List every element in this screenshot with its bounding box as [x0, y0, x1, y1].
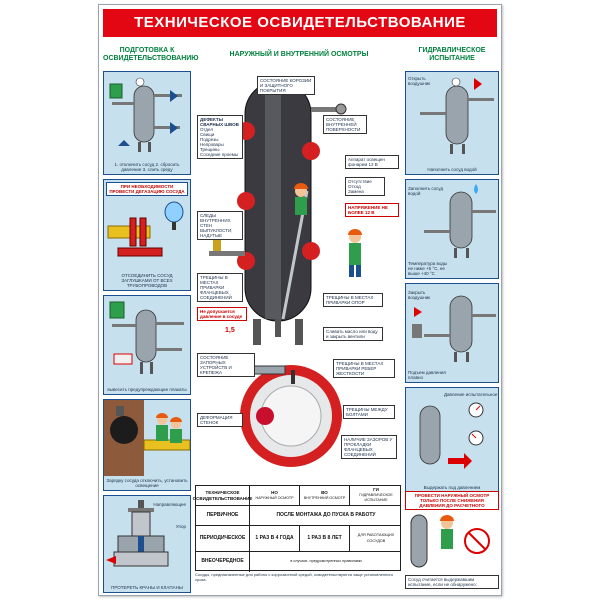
table-header-cell: НО НАРУЖНЫЙ ОСМОТР: [250, 486, 300, 505]
poster: ТЕХНИЧЕСКОЕ ОСВИДЕТЕЛЬСТВОВАНИЕ ПОДГОТОВ…: [98, 4, 502, 596]
right-tail-panel: ПРОВЕСТИ НАРУЖНЫЙ ОСМОТР ТОЛЬКО ПОСЛЕ СН…: [405, 491, 499, 593]
weld-item: Подрезы: [200, 137, 219, 142]
right-column: Открыть воздушник Наполнить сосуд водой …: [405, 71, 499, 593]
row-name: ПЕРВИЧНОЕ: [196, 506, 250, 525]
worker-inspect-icon: [104, 400, 190, 476]
section-right-title: ГИДРАВЛИЧЕСКОЕ ИСПЫТАНИЕ: [418, 47, 486, 62]
hydro-worker-icon: [410, 514, 490, 568]
left-panel-3-caption: вывесить предупреждающие плакаты: [107, 387, 187, 392]
page-title: ТЕХНИЧЕСКОЕ ОСВИДЕТЕЛЬСТВОВАНИЕ: [103, 9, 497, 37]
right-panel-2-caption: Температура воды не ниже +5 °C, не выше …: [408, 261, 448, 276]
weld-item: Свищи: [200, 132, 215, 137]
table-header-cell: ГИ ГИДРАВЛИЧЕСКОЕ ИСПЫТАНИЕ: [350, 486, 402, 505]
left-panel-5-caption: ПРОТЕРЕТЬ КРАНЫ И КЛАПАНЫ: [111, 585, 183, 590]
right-panel-2: Заполнить сосуд водой Температура воды н…: [405, 179, 499, 279]
right-item: Отсутствие: [348, 179, 372, 184]
note-lighting: Аппарат освещен фонарем 12 В: [345, 155, 399, 169]
right-panel-3-caption: Подъем давления плавно: [408, 370, 446, 380]
pressure-value: 1,5: [225, 327, 235, 334]
note-inner-surface: СОСТОЯНИЕ ВНУТРЕННЕЙ ПОВЕРХНОСТИ: [323, 115, 367, 134]
note-inner-walls: СЛЕДЫ ВНУТРЕННИХ СТЕН ВЫПУКЛОСТИ, НАДУТЫ…: [197, 211, 243, 240]
table-header-row: ТЕХНИЧЕСКОЕ ОСВИДЕТЕЛЬСТВОВАНИЕ НО НАРУЖ…: [193, 486, 402, 506]
hydro-vessel-icon: [420, 77, 494, 154]
row-name: ПЕРИОДИЧЕСКОЕ: [196, 526, 250, 551]
hydro-fill-icon: [424, 184, 496, 258]
note-deformation: ДЕФОРМАЦИЯ СТЕНОК: [197, 413, 243, 427]
left-panel-5: Направляющее Упор ПРОТЕРЕТЬ КРАНЫ И КЛАП…: [103, 495, 191, 593]
right-panel-1-label: Открыть воздушник: [408, 76, 431, 86]
table-header-cell: ВО ВНУТРЕННИЙ ОСМОТР: [300, 486, 350, 505]
note-no-pressure: Не допускается давление в сосуде: [197, 307, 247, 321]
vessel-with-sign-icon: [109, 301, 184, 374]
left-panel-4: Зарядку сосуда отключить, установить осв…: [103, 399, 191, 491]
left-panel-1: 1. отключить сосуд 2. сбросить давление …: [103, 71, 191, 175]
row-note: ДЛЯ РАБОТАЮЩИХ СОСУДОВ: [357, 533, 395, 543]
vessel-icon: [109, 77, 182, 152]
table-row: ПЕРИОДИЧЕСКОЕ 1 РАЗ В 4 ГОДА 1 РАЗ В 8 Л…: [196, 526, 400, 552]
table-row: ВНЕОЧЕРЕДНОЕ в случаях, предусмотренных …: [196, 552, 400, 572]
right-panel-1: Открыть воздушник Наполнить сосуд водой: [405, 71, 499, 175]
right-panel-4-label: Давление испытательное: [444, 392, 498, 397]
note-drain: Сливать масло или воду и закрыть вентили: [323, 327, 383, 341]
left-panel-2-label: ПРИ НЕОБХОДИМОСТИ ПРОВЕСТИ ДЕГАЗАЦИЮ СОС…: [106, 182, 188, 196]
weld-item: Отдел: [200, 127, 214, 132]
weld-item: Трещины: [200, 147, 220, 152]
note-weld-defects: ДЕФЕКТЫ СВАРНЫХ ШВОВ Отдел Свищи Подрезы…: [197, 115, 243, 159]
left-panel-1-caption: 1. отключить сосуд 2. сбросить давление …: [114, 162, 180, 172]
left-panel-2-caption: ОТСОЕДИНИТЬ СОСУД ЗАГЛУШКАМИ ОТ ВСЕХ ТРУ…: [121, 273, 173, 288]
note-voltage: НАПРЯЖЕНИЕ НЕ БОЛЕЕ 12 В: [345, 203, 399, 217]
right-panel-2-label: Заполнить сосуд водой: [408, 186, 444, 196]
left-panel-4-caption: Зарядку сосуда отключить, установить осв…: [106, 478, 188, 488]
table-row: ПЕРВИЧНОЕ ПОСЛЕ МОНТАЖА ДО ПУСКА В РАБОТ…: [196, 506, 400, 526]
row-value: ПОСЛЕ МОНТАЖА ДО ПУСКА В РАБОТУ: [276, 511, 376, 518]
note-support-cracks: ТРЕЩИНЫ В МЕСТАХ ПРИВАРКИ ОПОР: [323, 293, 383, 307]
left-panel-5-label-mid: Упор: [175, 524, 186, 529]
main-vessel-illustration: [209, 80, 362, 467]
right-panel-4: Давление испытательное Выдержать под дав…: [405, 387, 499, 493]
right-tail-header: ПРОВЕСТИ НАРУЖНЫЙ ОСМОТР ТОЛЬКО ПОСЛЕ СН…: [405, 491, 499, 510]
weld-item: Соседние проемы: [200, 152, 239, 157]
note-weld-defects-title: ДЕФЕКТЫ СВАРНЫХ ШВОВ: [200, 117, 239, 127]
note-bolt-cracks: ТРЕЩИНЫ МЕЖДУ БОЛТАМИ: [343, 405, 395, 419]
right-item: Отход: [348, 184, 361, 189]
left-column: 1. отключить сосуд 2. сбросить давление …: [103, 71, 191, 593]
note-corrosion: СОСТОЯНИЕ КОРОЗИИ И ЗАЩИТНОГО ПОКРЫТИЯ: [257, 76, 315, 95]
header-sublabel: ВНУТРЕННИЙ ОСМОТР: [303, 495, 346, 500]
hydro-pressure-icon: [419, 402, 484, 469]
header-label: ВО: [321, 490, 328, 495]
note-rib-cracks: ТРЕЩИНЫ В МЕСТАХ ПРИВАРКИ РЕБЕР ЖЕСТКОСТ…: [333, 359, 395, 378]
row-value: 1 РАЗ В 4 ГОДА: [250, 526, 300, 551]
row-value: в случаях, предусмотренных правилами: [290, 559, 362, 564]
note-flange-cracks: ТРЕЩИНЫ В МЕСТАХ ПРИВАРКИ ФЛАНЦЕВЫХ СОЕД…: [197, 273, 243, 302]
section-center-title: НАРУЖНЫЙ И ВНУТРЕННИЙ ОСМОТРЫ: [229, 51, 369, 58]
plug-pipe-icon: [107, 201, 184, 257]
row-value: 1 РАЗ В 8 ЛЕТ: [300, 526, 350, 551]
note-shutoff: СОСТОЯНИЕ ЗАПОРНЫХ УСТРОЙСТВ И КРЕПЕЖА: [197, 353, 255, 377]
right-panel-3-label: Закрыть воздушник: [408, 290, 431, 300]
header-sublabel: НАРУЖНЫЙ ОСМОТР: [255, 495, 294, 500]
right-tail-caption: Сосуд считается выдержавшим испытание, е…: [405, 575, 499, 589]
weld-item: Непровары: [200, 142, 224, 147]
table-header-cell: ТЕХНИЧЕСКОЕ ОСВИДЕТЕЛЬСТВОВАНИЕ: [193, 486, 252, 505]
row-name: ВНЕОЧЕРЕДНОЕ: [196, 552, 250, 572]
inspection-schedule-table: ТЕХНИЧЕСКОЕ ОСВИДЕТЕЛЬСТВОВАНИЕ НО НАРУЖ…: [193, 485, 402, 572]
right-panel-3: Закрыть воздушник Подъем давления плавно: [405, 283, 499, 383]
right-item: Замена: [348, 189, 364, 194]
center-inspection-area: СОСТОЯНИЕ КОРОЗИИ И ЗАЩИТНОГО ПОКРЫТИЯ Д…: [195, 71, 401, 471]
note-gasket-gaps: НАЛИЧИЕ ЗАЗОРОВ У ПРОКЛАДКИ ФЛАНЦЕВЫХ СО…: [341, 435, 397, 459]
left-panel-5-label-top: Направляющее: [153, 502, 186, 507]
hydro-close-vent-icon: [412, 295, 496, 362]
left-panel-2: ПРИ НЕОБХОДИМОСТИ ПРОВЕСТИ ДЕГАЗАЦИЮ СОС…: [103, 179, 191, 291]
section-left-title: ПОДГОТОВКА К ОСВИДЕТЕЛЬСТВОВАНИЮ: [103, 47, 199, 62]
right-panel-4-caption: Выдержать под давлением: [423, 485, 481, 490]
header-sublabel: ГИДРАВЛИЧЕСКОЕ ИСПЫТАНИЕ: [359, 492, 393, 503]
header-label: НО: [271, 490, 278, 495]
right-panel-1-caption: Наполнить сосуд водой: [427, 167, 477, 172]
note-right-items: Отсутствие Отход Замена: [345, 177, 385, 196]
table-footnote: Сосуды, предназначенные для работы с кор…: [195, 572, 394, 582]
valve-cross-section-icon: [106, 500, 169, 567]
header-label: ГИ: [373, 487, 379, 493]
left-panel-3: вывесить предупреждающие плакаты: [103, 295, 191, 395]
